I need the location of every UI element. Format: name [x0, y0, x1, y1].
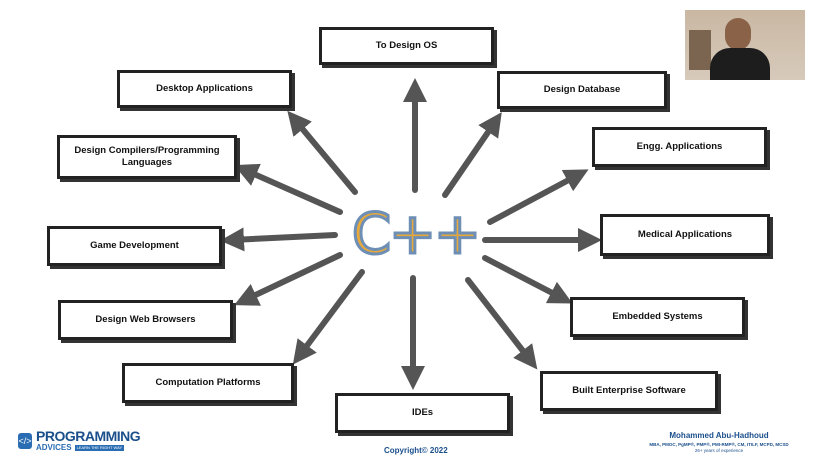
presenter-webcam — [685, 10, 805, 80]
webcam-shelf — [689, 30, 711, 70]
box-design-database: Design Database — [497, 71, 667, 109]
webcam-presenter-head — [725, 18, 751, 50]
author-credentials: MBA, PMOC, PgMP®, PMP®, PMI-RMP®, CM, IT… — [649, 442, 789, 447]
programming-advices-logo: </> PROGRAMMING ADVICES LEARN THE RIGHT … — [18, 428, 141, 452]
copyright-text: Copyright© 2022 — [384, 446, 448, 455]
arrow-embedded — [482, 255, 573, 304]
box-engg-applications: Engg. Applications — [592, 127, 767, 167]
author-experience: 26+ years of experience — [694, 448, 744, 453]
arrow-engg — [487, 169, 589, 225]
arrow-compilers — [234, 163, 343, 215]
box-game-development: Game Development — [47, 226, 222, 266]
arrow-desktop — [287, 110, 358, 195]
box-to-design-os: To Design OS — [319, 27, 494, 65]
webcam-presenter-body — [710, 48, 770, 80]
arrow-game — [220, 227, 338, 252]
cpp-center-label: C++ — [351, 201, 483, 269]
box-computation-platforms: Computation Platforms — [122, 363, 294, 403]
box-design-compilers: Design Compilers/Programming Languages — [57, 135, 237, 179]
box-medical-applications: Medical Applications — [600, 214, 770, 256]
box-design-web-browsers: Design Web Browsers — [58, 300, 233, 340]
arrow-browsers — [234, 252, 343, 306]
author-name: Mohammed Abu-Hadhoud — [669, 431, 769, 440]
arrow-computation — [292, 269, 365, 365]
box-ides: IDEs — [335, 393, 510, 433]
logo-mark-icon: </> — [18, 433, 32, 449]
logo-line2: ADVICES — [36, 443, 72, 452]
author-block: Mohammed Abu-Hadhoud MBA, PMOC, PgMP®, P… — [629, 431, 809, 453]
logo-line1: PROGRAMMING — [36, 428, 141, 444]
box-desktop-applications: Desktop Applications — [117, 70, 292, 108]
box-built-enterprise-software: Built Enterprise Software — [540, 371, 718, 411]
logo-tagline: LEARN THE RIGHT WAY — [74, 444, 125, 451]
arrow-database — [442, 112, 502, 198]
box-embedded-systems: Embedded Systems — [570, 297, 745, 337]
arrow-enterprise — [465, 277, 538, 370]
